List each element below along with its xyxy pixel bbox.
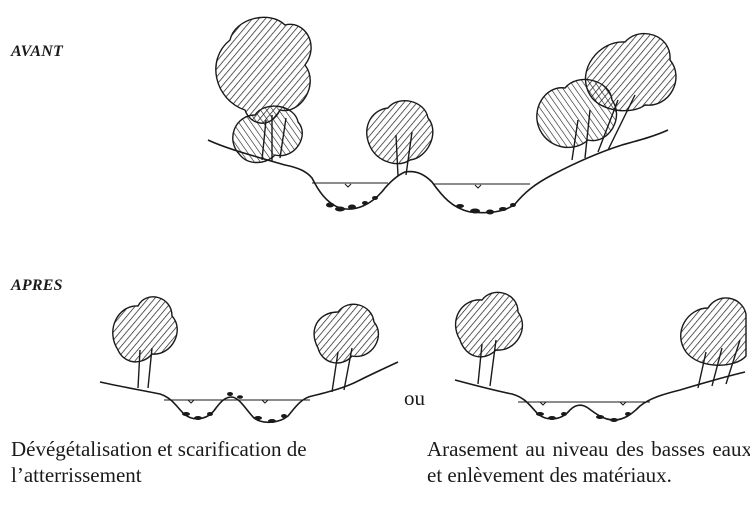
tree-left-avant — [216, 17, 311, 162]
pebbles-avant — [326, 196, 516, 215]
tree-apres-left-2 — [314, 304, 378, 392]
section-avant — [208, 17, 676, 214]
ground-profile-apres-right — [455, 372, 745, 420]
tree-middle-avant — [367, 101, 433, 176]
section-apres-right — [455, 292, 746, 422]
section-apres-left — [100, 297, 398, 423]
tree-apres-right-1 — [456, 292, 523, 386]
tree-apres-left-1 — [113, 297, 177, 388]
ground-profile-apres-left — [100, 362, 398, 422]
tree-right-avant — [537, 34, 676, 160]
